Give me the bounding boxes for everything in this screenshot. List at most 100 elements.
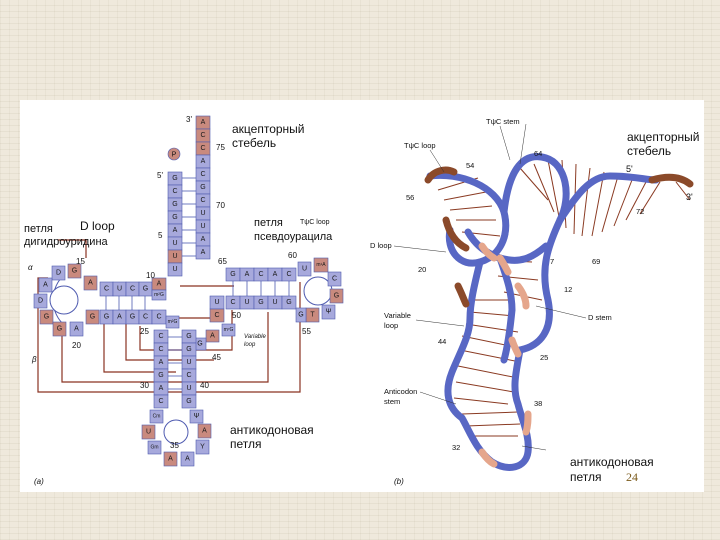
svg-text:C: C [200,197,205,204]
variable-loop-label-b-line1: Variable [384,311,411,320]
num-7: 7 [550,257,554,266]
svg-text:G: G [158,372,163,379]
svg-text:U: U [200,210,205,217]
svg-text:C: C [214,312,219,319]
d-loop-label-line1: петля [24,223,53,235]
backbone-accents [424,166,694,468]
cloverleaf-numbers: 3' 5' 75 70 5 15 10 20 α β 60 65 50 55 4… [28,115,311,450]
svg-text:G: G [200,184,205,191]
num-60: 60 [288,251,297,260]
acceptor-label-b-line1: акцепторный [627,130,700,144]
svg-text:C: C [130,286,135,293]
anticodon-label-b-line1: антикодоновая [570,455,654,469]
leader-lines [393,123,587,451]
svg-text:A: A [168,456,173,463]
panel-a-tag: (a) [34,477,44,486]
svg-text:G: G [186,346,191,353]
svg-text:A: A [201,236,206,243]
cloverleaf-labels: акцепторный стебель D loop петля дигидро… [24,122,333,486]
svg-text:G: G [197,341,202,348]
svg-text:m⁷G: m⁷G [224,327,234,333]
d-stem-label: D stem [588,313,612,322]
svg-text:Ψ: Ψ [194,413,200,420]
svg-text:G: G [172,175,177,182]
anticodon-loop-ring [163,419,189,445]
beta-label: β [31,355,37,364]
svg-text:C: C [200,145,205,152]
tertiary-labels: TψC stem TψC loop акцепторный стебель 5'… [370,117,700,486]
acceptor-label-line2: стебель [232,136,276,150]
prime-5-label: 5' [157,171,163,180]
num-12: 12 [564,285,572,294]
tertiary-structure-diagram: TψC stem TψC loop акцепторный стебель 5'… [370,117,700,486]
num-40: 40 [200,381,209,390]
svg-text:Ψ: Ψ [326,309,332,316]
backbone-strands [426,153,660,471]
svg-text:U: U [172,253,177,260]
num-25: 25 [140,327,149,336]
num-50: 50 [232,311,241,320]
svg-text:G: G [186,333,191,340]
svg-text:C: C [104,286,109,293]
tpsic-stem-label: TψC stem [486,117,520,126]
svg-text:C: C [158,398,163,405]
variable-loop-label-b-line2: loop [384,321,398,330]
anticodon-stem-label-line1: Anticodon [384,387,417,396]
svg-text:Y: Y [200,444,205,451]
svg-text:C: C [258,271,263,278]
d-loop-label-b: D loop [370,241,392,250]
svg-text:U: U [172,240,177,247]
svg-text:G: G [172,214,177,221]
svg-text:A: A [157,281,162,288]
phosphate-label: P [172,152,177,159]
slide-number: 24 [626,470,638,484]
svg-text:m²G: m²G [154,292,164,298]
svg-text:G: G [130,314,135,321]
cloverleaf-diagram: A C C A C G C U U A A G C G G A U U U C … [24,115,344,486]
num-75: 75 [216,143,225,152]
svg-text:G: G [104,314,109,321]
num-44: 44 [438,337,446,346]
num-45: 45 [212,353,221,362]
num-30: 30 [140,381,149,390]
svg-text:U: U [302,266,307,273]
num-64: 64 [534,149,542,158]
alpha-label: α [28,263,33,272]
variable-loop-label-line1: Variable [244,334,266,340]
svg-text:A: A [173,227,178,234]
svg-text:G: G [258,299,263,306]
svg-text:A: A [210,333,215,340]
svg-text:G: G [230,271,235,278]
num-56: 56 [406,193,414,202]
svg-text:T: T [310,312,315,319]
num-32: 32 [452,443,460,452]
svg-text:C: C [186,372,191,379]
svg-text:U: U [272,299,277,306]
svg-text:A: A [43,282,48,289]
svg-text:Gm: Gm [150,445,158,451]
svg-text:A: A [88,280,93,287]
svg-text:U: U [200,223,205,230]
svg-text:G: G [57,326,62,333]
num-72: 72 [636,207,644,216]
svg-text:G: G [72,268,77,275]
svg-text:A: A [74,326,79,333]
svg-text:U: U [244,299,249,306]
acceptor-label-line1: акцепторный [232,122,305,136]
num-54: 54 [466,161,474,170]
svg-text:D: D [56,270,61,277]
svg-text:C: C [200,132,205,139]
panel-b-tag: (b) [394,477,404,486]
svg-text:C: C [332,276,337,283]
anticodon-label-b-line2: петля [570,470,602,484]
tpsic-loop-label-en: TψC loop [300,219,330,226]
d-loop-label-en: D loop [80,219,115,233]
svg-text:U: U [186,359,191,366]
svg-text:D: D [38,298,43,305]
svg-text:m²G: m²G [168,319,178,325]
svg-text:G: G [143,286,148,293]
num-69: 69 [592,257,600,266]
tpsic-loop-label: TψC loop [404,141,436,150]
tpsic-loop-label-line1: петля [254,217,283,229]
svg-text:C: C [158,346,163,353]
